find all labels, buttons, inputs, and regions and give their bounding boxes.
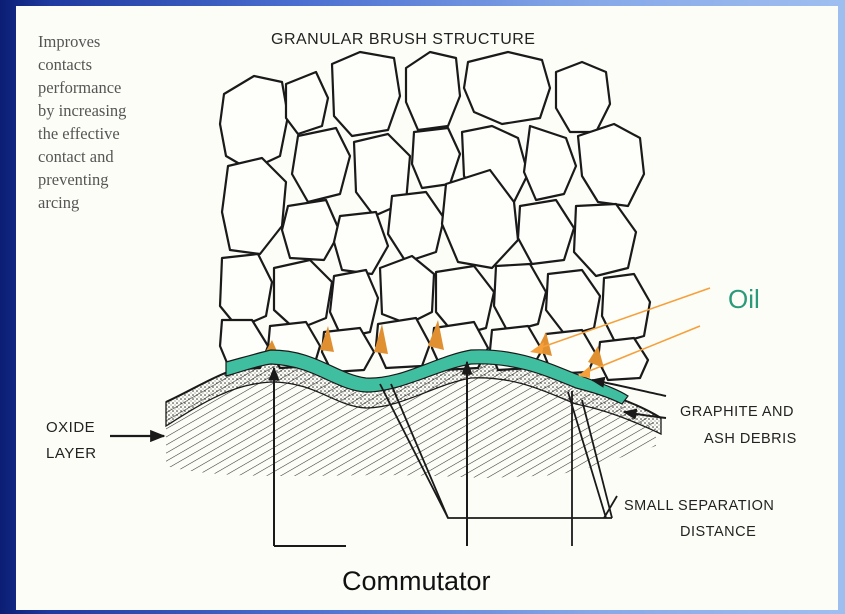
side-note-line: contact and [38,145,188,168]
graphite-label-line2: ASH DEBRIS [704,431,797,447]
graphite-label-line1: GRAPHITE AND [680,404,794,420]
separation-label-line2: DISTANCE [680,524,756,540]
side-note-line: preventing [38,168,188,191]
commutator-label: Commutator [342,566,491,596]
separation-label-line1: SMALL SEPARATION [624,498,774,514]
side-note-line: the effective [38,122,188,145]
diagram-title: GRANULAR BRUSH STRUCTURE [271,31,535,48]
oxide-label-line1: OXIDE [46,419,95,436]
oil-label: Oil [728,284,760,314]
slide-frame: GRANULAR BRUSH STRUCTURE [16,6,838,610]
side-note-line: Improves [38,30,188,53]
oxide-label-line2: LAYER [46,445,97,462]
side-note-line: performance [38,76,188,99]
side-note-line: arcing [38,191,188,214]
side-note: Improves contacts performance by increas… [38,30,188,214]
side-note-line: by increasing [38,99,188,122]
side-note-line: contacts [38,53,188,76]
